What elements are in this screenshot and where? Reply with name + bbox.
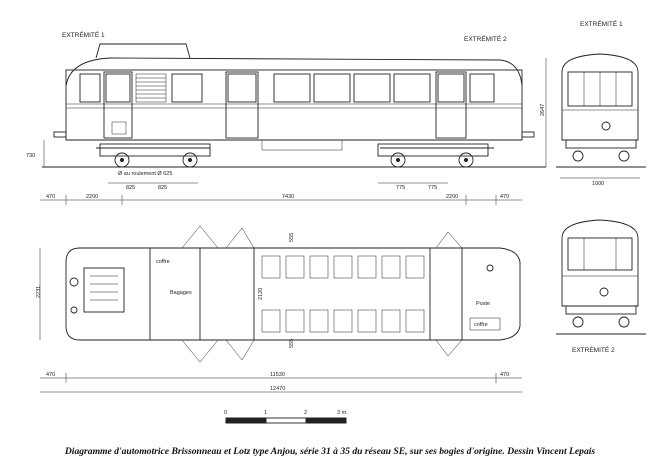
figure-caption: Diagramme d'automotrice Brissonneau et L… (64, 446, 596, 457)
dim-7430: 7430 (282, 194, 294, 200)
label-extremite-2-end: EXTRÉMITÉ 2 (572, 345, 615, 354)
dim-730: 730 (26, 153, 35, 159)
roof-outline (65, 57, 523, 87)
body-side (65, 69, 523, 141)
label-bagages: Bagages (170, 290, 192, 296)
dim-2231: 2231 (36, 286, 42, 298)
scale-unit: 3 m. (337, 410, 348, 416)
label-coffre-2: coffre (474, 322, 488, 328)
dim-1000: 1000 (592, 181, 604, 187)
dim-825-a: 825 (126, 185, 135, 191)
bogie-1 (99, 143, 211, 168)
dim-11530: 11530 (270, 372, 285, 378)
dim-470-b: 470 (500, 194, 509, 200)
dim-555-b: 555 (289, 339, 295, 348)
dim-825-b: 825 (158, 185, 167, 191)
scale-tick-0: 0 (224, 410, 227, 416)
dim-775-a: 775 (396, 185, 405, 191)
dim-12470: 12470 (270, 386, 285, 392)
side-doors (103, 71, 467, 139)
end-view-2: EXTRÉMITÉ 2 (556, 219, 646, 354)
roof-hood (95, 43, 191, 59)
dim-555-a: 555 (289, 233, 295, 242)
label-extremite-2-side: EXTRÉMITÉ 2 (464, 34, 507, 43)
bogie-2 (377, 143, 489, 168)
wheel-diameter-note: Ø au roulement Ø 625 (118, 171, 172, 177)
engine-louvres (135, 73, 167, 103)
dim-775-b: 775 (428, 185, 437, 191)
dim-2200-b: 2200 (446, 194, 458, 200)
label-coffre-1: coffre (156, 259, 170, 265)
dim-2200-a: 2200 (86, 194, 98, 200)
dim-470-a: 470 (46, 194, 55, 200)
engine-block (83, 267, 125, 313)
side-windows (79, 73, 495, 103)
label-extremite-1-end: EXTRÉMITÉ 1 (580, 19, 623, 28)
label-poste: Poste (476, 301, 490, 307)
dim-2647: 2647 (540, 104, 546, 116)
seat-rows (261, 255, 425, 333)
buffers (53, 131, 535, 138)
scale-tick-1: 1 (264, 410, 267, 416)
dim-470-c: 470 (46, 372, 55, 378)
scale-bar: 0 1 2 3 m. (224, 410, 348, 424)
side-elevation: EXTRÉMITÉ 1 EXTRÉMITÉ 2 (26, 30, 547, 205)
dim-2120: 2120 (258, 288, 264, 300)
plan-view: coffre Bagages Poste coffre (36, 225, 522, 393)
dim-470-d: 470 (500, 372, 509, 378)
label-extremite-1-side: EXTRÉMITÉ 1 (62, 30, 105, 39)
end-view-1: EXTRÉMITÉ 1 1000 (556, 19, 646, 187)
scale-tick-2: 2 (304, 410, 307, 416)
plan-outline (65, 247, 521, 341)
